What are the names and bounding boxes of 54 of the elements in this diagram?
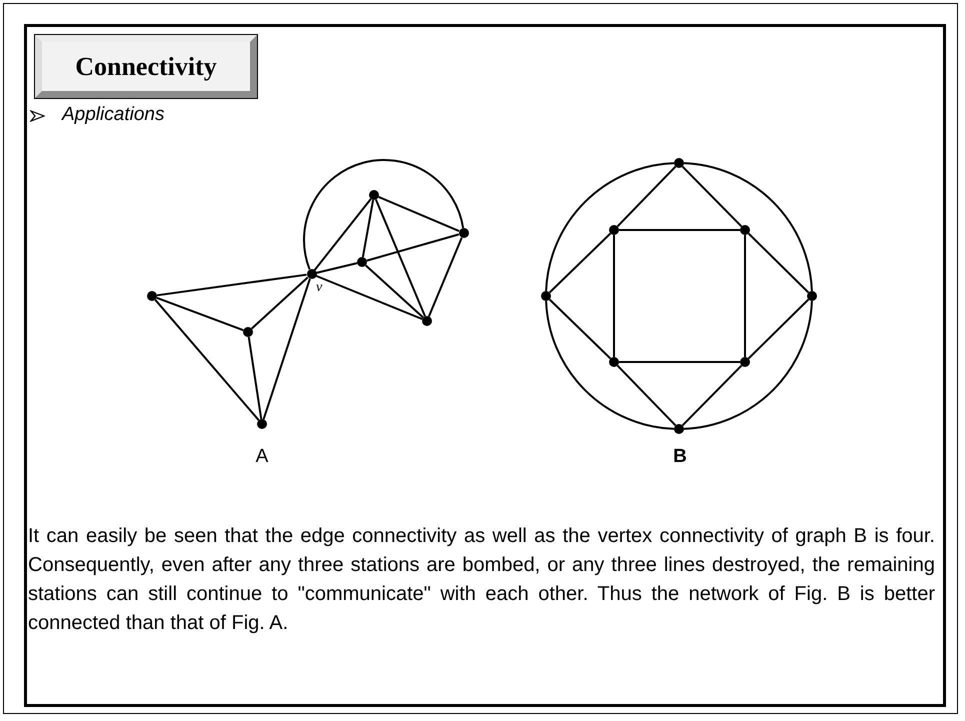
graph-edge — [684, 300, 813, 430]
graph-vertex — [306, 269, 316, 279]
graph-edge — [548, 232, 612, 294]
graph-edge — [748, 298, 810, 360]
graph-vertex — [458, 228, 469, 238]
graph-vertex — [740, 357, 750, 367]
graph-edge — [548, 298, 612, 360]
graph-edge — [428, 237, 463, 317]
graph-vertex — [807, 291, 817, 301]
graph-edge — [619, 361, 740, 363]
graph-edge — [682, 364, 742, 426]
vertex-label: v — [316, 281, 322, 295]
graph-edge — [378, 196, 460, 232]
graph-edge — [613, 235, 615, 357]
figure-label: B — [672, 446, 688, 468]
graph-edge — [154, 299, 260, 421]
graph-edge — [616, 166, 676, 228]
title-banner: Connectivity — [35, 35, 257, 98]
graph-edge — [619, 229, 740, 231]
graph-edge — [303, 159, 464, 270]
graph-edge — [682, 166, 742, 228]
graph-edge — [375, 199, 426, 317]
graph-edge — [156, 274, 307, 296]
graph-edge — [545, 162, 674, 292]
graph-edge — [316, 274, 423, 320]
figure-label: A — [254, 446, 270, 468]
paragraph: It can easily be seen that the edge connectivity as well as the vertex connectivity of graph B is four. Consequently, even after any three stations are bombed, or any three lines destroyed, the remaining stations can still continue to "communicate" with each other. Thus the network of Fig. B is better connected than that of Fig. A. — [28, 524, 935, 636]
bullet-item: Applications — [62, 104, 164, 126]
graph-edge — [251, 276, 308, 330]
graph-edge — [156, 296, 244, 332]
graph-vertex — [740, 225, 750, 235]
graph-edge — [616, 364, 676, 426]
graph-vertex — [609, 357, 619, 367]
graph-edge — [545, 300, 674, 430]
graph-edge — [748, 232, 810, 294]
graph-vertex — [243, 327, 253, 337]
graph-vertex — [674, 158, 684, 168]
graph-vertex — [257, 419, 267, 429]
graph-edge — [744, 235, 746, 357]
graph-vertex — [541, 291, 551, 301]
graph-vertex — [422, 316, 432, 326]
graph-vertex — [357, 257, 367, 267]
graph-edge — [314, 198, 372, 271]
graph-vertex — [369, 190, 379, 200]
graph-edge — [684, 162, 813, 292]
graph-edge — [262, 278, 311, 420]
graph-edge — [366, 233, 460, 262]
graph-edge — [362, 200, 374, 258]
graph-edge — [316, 262, 358, 274]
graph-edge — [248, 336, 262, 420]
graph-vertex — [147, 291, 157, 301]
graph-vertex — [674, 424, 684, 434]
graph-vertex — [609, 225, 619, 235]
graph-edge — [365, 264, 424, 318]
